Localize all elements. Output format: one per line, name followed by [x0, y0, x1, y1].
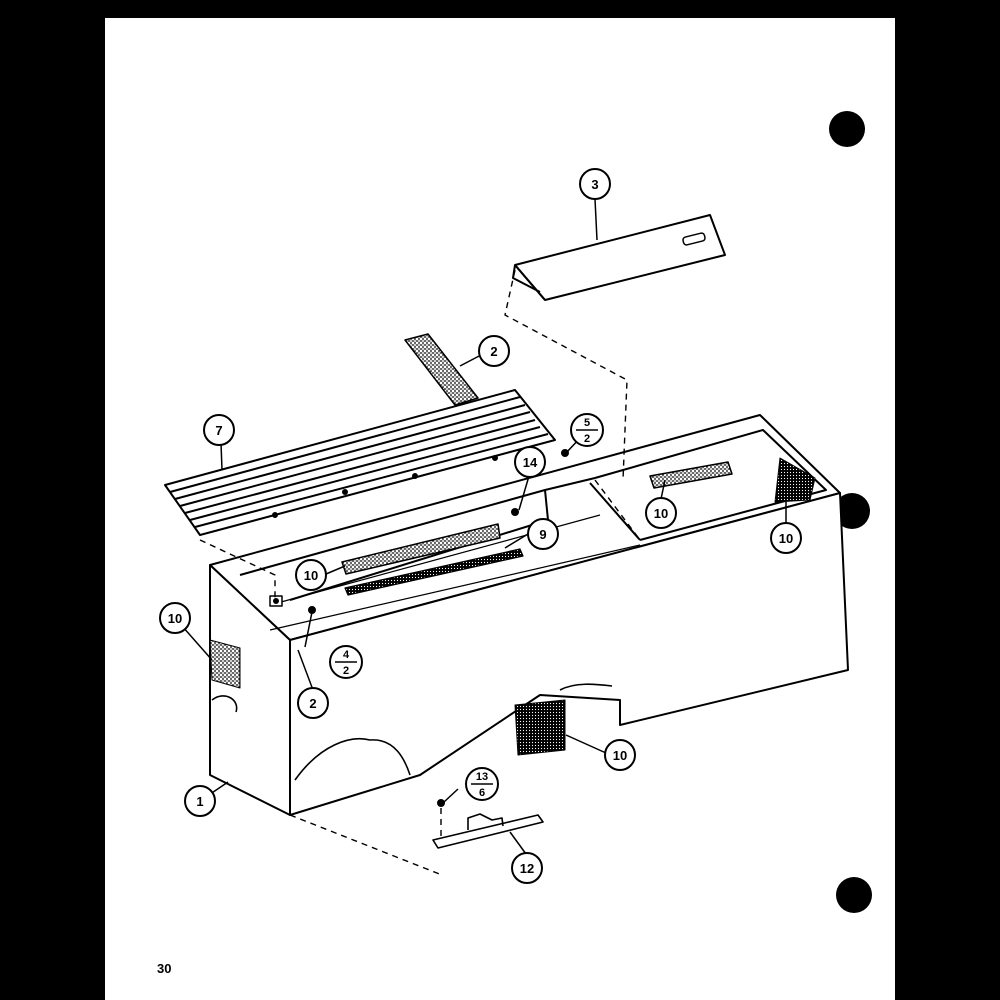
binder-hole-bottom [836, 877, 872, 913]
svg-text:2: 2 [309, 696, 316, 711]
fraction-callout-bottom: 13 6 [465, 767, 499, 801]
front-grille [514, 699, 566, 756]
side-grille-left [209, 639, 241, 689]
callout-10-right-inner: 10 [645, 497, 677, 529]
top-right-filter [649, 461, 733, 489]
svg-text:1: 1 [196, 794, 203, 809]
svg-text:12: 12 [520, 861, 534, 876]
svg-text:14: 14 [523, 455, 538, 470]
callout-12: 12 [511, 852, 543, 884]
callout-10-bottom: 10 [604, 739, 636, 771]
svg-text:7: 7 [215, 423, 222, 438]
louvered-grille-part-7 [164, 389, 556, 536]
right-inner-grille [774, 457, 816, 503]
callout-7: 7 [203, 414, 235, 446]
page-number: 30 [157, 961, 171, 976]
top-scan-border [105, 0, 895, 18]
right-scan-border [895, 0, 1000, 1000]
fraction-callout-mid: 4 2 [329, 645, 363, 679]
svg-text:9: 9 [539, 527, 546, 542]
callout-10-left: 10 [159, 602, 191, 634]
svg-text:10: 10 [168, 611, 182, 626]
svg-text:4: 4 [343, 649, 350, 661]
bracket-part-12 [432, 813, 544, 849]
callout-10-center: 10 [295, 559, 327, 591]
svg-text:3: 3 [591, 177, 598, 192]
binder-hole-middle [834, 493, 870, 529]
svg-text:2: 2 [343, 665, 349, 677]
left-scan-border [0, 0, 105, 1000]
callout-1: 1 [184, 785, 216, 817]
callout-10-right: 10 [770, 522, 802, 554]
svg-text:5: 5 [584, 417, 590, 429]
callout-3: 3 [579, 168, 611, 200]
svg-text:2: 2 [490, 344, 497, 359]
svg-text:10: 10 [654, 506, 668, 521]
callout-14: 14 [514, 446, 546, 478]
svg-text:6: 6 [479, 787, 485, 799]
svg-text:13: 13 [476, 771, 488, 783]
binder-hole-top [829, 111, 865, 147]
filter-part-2 [404, 333, 479, 406]
svg-text:10: 10 [613, 748, 627, 763]
svg-text:2: 2 [584, 433, 590, 445]
callout-9: 9 [527, 518, 559, 550]
strip-part-9 [344, 548, 524, 596]
fraction-callout-top: 5 2 [570, 413, 604, 447]
access-door-part-3 [512, 214, 726, 301]
callout-2-top: 2 [478, 335, 510, 367]
control-panel-filter [341, 523, 501, 575]
svg-text:10: 10 [779, 531, 793, 546]
callout-2-bottom: 2 [297, 687, 329, 719]
svg-text:10: 10 [304, 568, 318, 583]
assembly-guide-lines [199, 269, 641, 876]
